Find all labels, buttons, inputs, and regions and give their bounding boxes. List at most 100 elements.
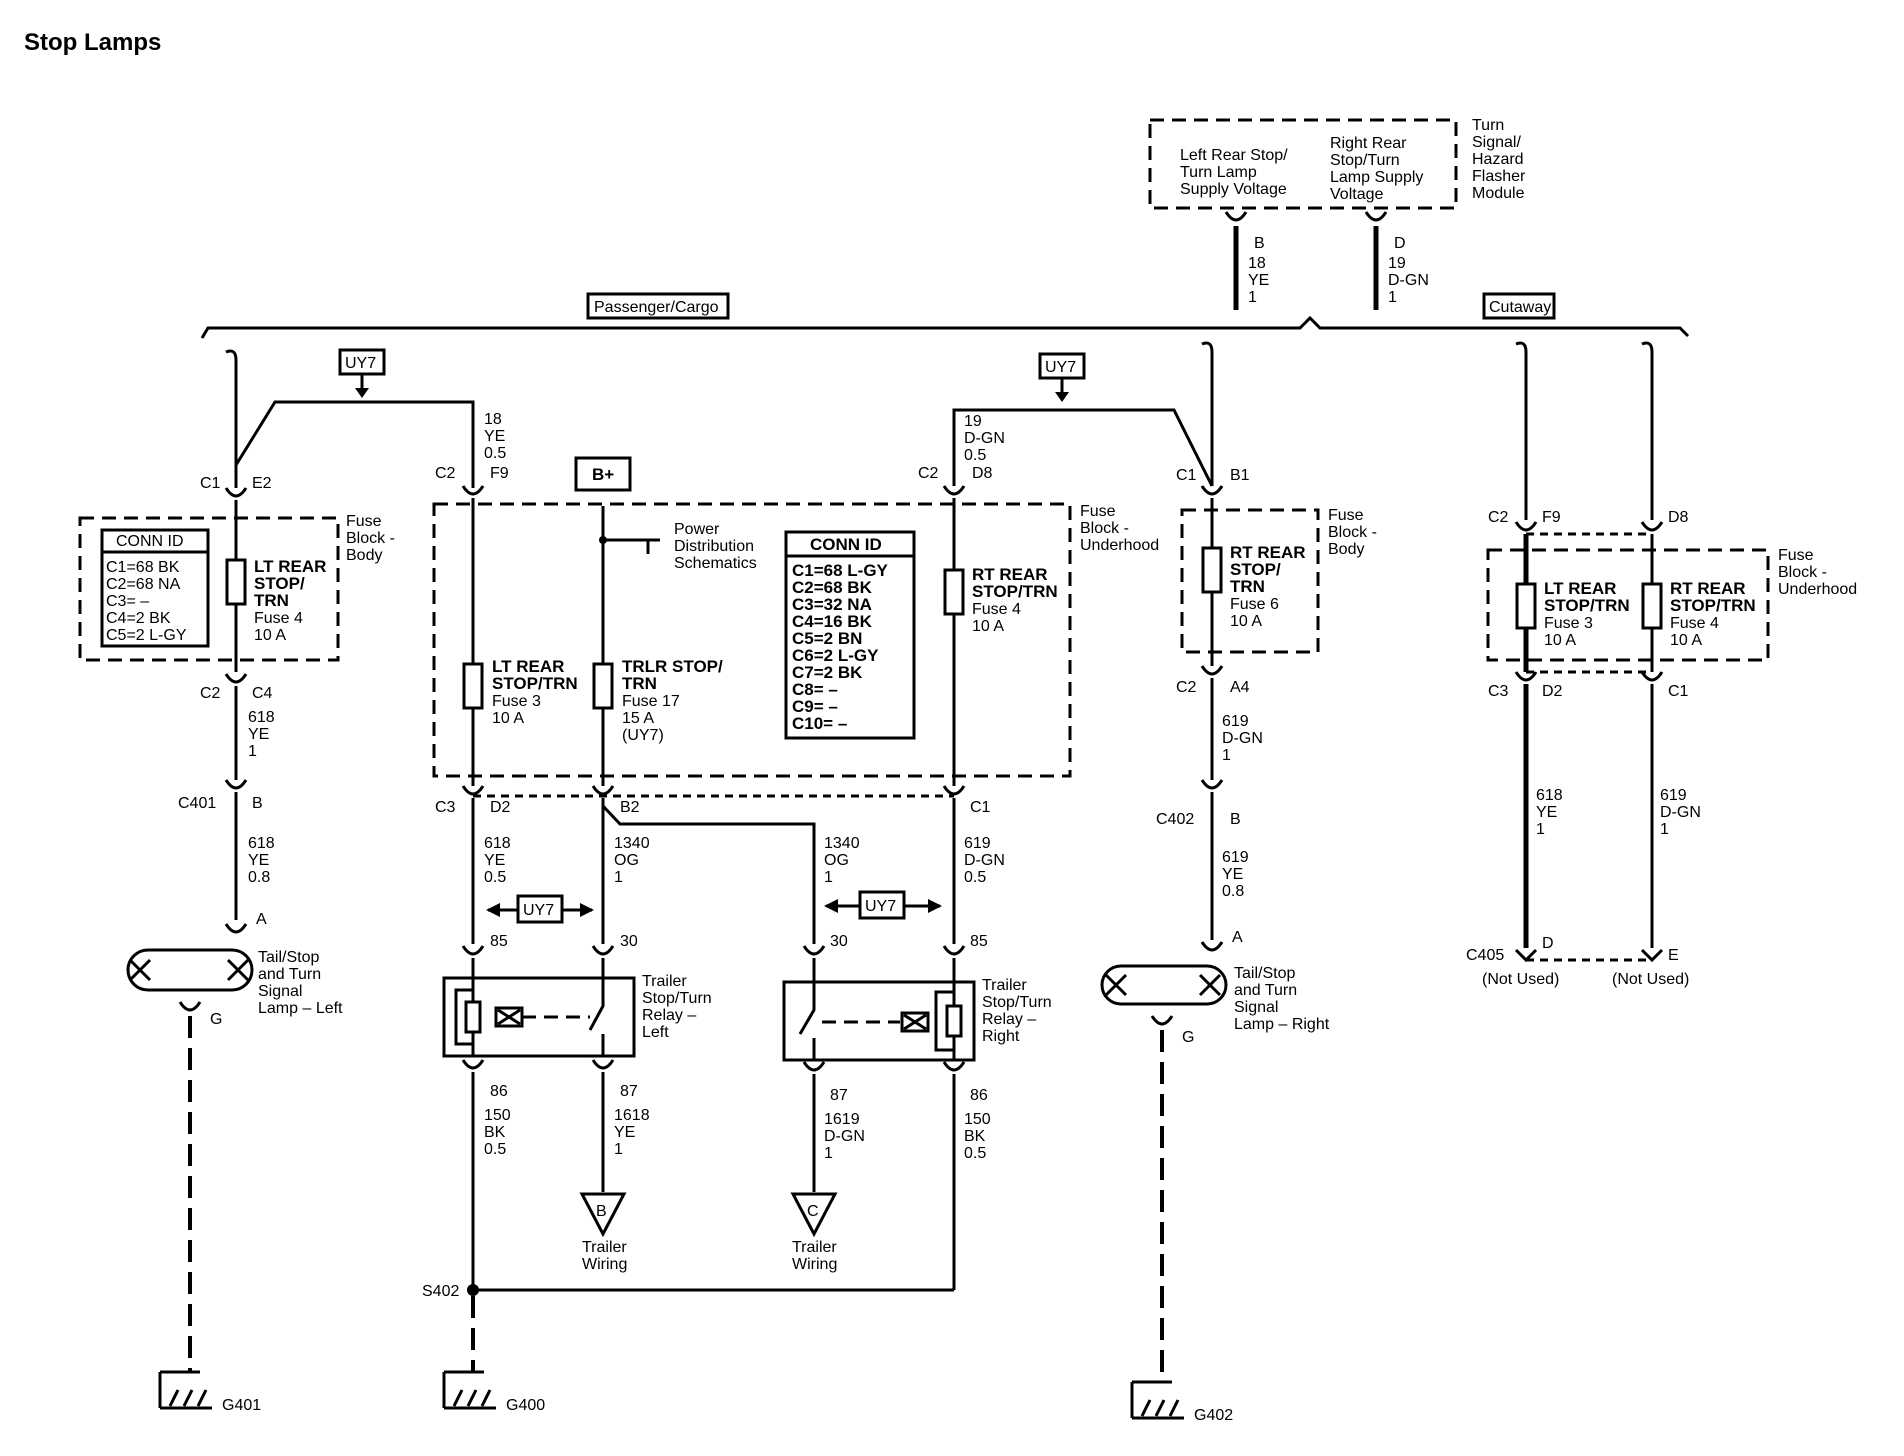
fuse-trlr-label: TRLR STOP/ TRN [622,657,727,693]
fuse-lt-body-label: LT REAR STOP/ TRN [254,557,331,610]
svg-text:G: G [210,1011,222,1028]
svg-text:D8: D8 [972,465,993,482]
trailer-wiring-left: Trailer Wiring [582,1239,631,1273]
fuse-cut-lt-label: LT REAR STOP/TRN [1544,579,1630,615]
svg-text:C1: C1 [1176,467,1197,484]
svg-text:Fuse 4 10 A: Fuse 4 10 A [254,610,307,644]
wire-19-dgn-05: 19 D-GN 0.5 [964,413,1009,464]
ref-b: B [596,1203,607,1220]
fuse-cut-rt-label: RT REAR STOP/TRN [1670,579,1756,615]
wire-d-label: 19 D-GN 1 [1388,255,1433,306]
svg-text:UY7: UY7 [865,898,896,915]
svg-text:C405: C405 [1466,947,1504,964]
ground-g400 [442,1370,496,1410]
cutaway-circuits: C2 F9 D8 Fuse Block - Underhood LT REAR … [1466,341,1857,988]
svg-text:E2: E2 [252,475,272,492]
svg-text:G401: G401 [222,1397,261,1414]
svg-text:CONN ID: CONN ID [810,535,882,554]
wire-1618-ye-1: 1618 YE 1 [614,1107,654,1158]
svg-text:C2: C2 [200,685,221,702]
svg-text:G400: G400 [506,1397,545,1414]
svg-text:Fuse 3 10 A: Fuse 3 10 A [1544,615,1597,649]
ref-c: C [807,1203,819,1220]
wire-b-label: 18 YE 1 [1248,255,1274,306]
splice-s402: S402 G400 [422,1283,954,1414]
svg-text:D2: D2 [1542,683,1563,700]
svg-text:C401: C401 [178,795,216,812]
wire-619-ye-08: 619 YE 0.8 [1222,849,1253,900]
svg-text:87: 87 [620,1083,638,1100]
svg-text:30: 30 [620,933,638,950]
module-name: Turn Signal/ Hazard Flasher Module [1472,117,1530,202]
fuse-block-body-right: Fuse Block - Body [1328,507,1381,558]
svg-text:UY7: UY7 [523,902,554,919]
svg-text:86: 86 [490,1083,508,1100]
underhood-fuse-block: Fuse Block - Underhood B+ Power Distribu… [432,456,1159,778]
svg-text:C3: C3 [1488,683,1509,700]
rt-rear-underhood-circuit: UY7 19 D-GN 0.5 C2 D8 RT REAR STOP/TRN F… [918,352,1214,944]
svg-text:A4: A4 [1230,679,1250,696]
svg-text:C2: C2 [1488,509,1509,526]
svg-text:G: G [1182,1029,1194,1046]
relay-right: 30 85 Trailer Stop/Turn Relay – Right 87… [782,933,1056,1290]
relay-left-label: Trailer Stop/Turn Relay – Left [642,973,716,1041]
uy7-arrows: UY7 UY7 [486,890,942,924]
svg-text:A: A [1232,929,1243,946]
svg-text:C4: C4 [252,685,273,702]
module-pin-b: B [1254,235,1265,252]
section-passenger-cargo: Passenger/Cargo [594,299,719,316]
fuse-rt-body-label: RT REAR STOP/ TRN [1230,543,1310,596]
svg-text:C2: C2 [918,465,939,482]
svg-text:C2: C2 [1176,679,1197,696]
ground-g401 [158,1370,212,1410]
relay-left: 85 30 Trailer Stop/Turn Relay – Left 86 … [442,933,716,1290]
wire-1340-og-left: 1340 OG 1 [614,835,654,886]
svg-text:G402: G402 [1194,1407,1233,1424]
lt-rear-underhood-circuit: 18 YE 0.5 C2 F9 LT REAR STOP/TRN Fuse 3 … [435,402,954,944]
conn-id-center-list: C1=68 L-GY C2=68 BK C3=32 NA C4=16 BK C5… [792,561,892,733]
wire-618-ye-08-left: 618 YE 0.8 [248,835,279,886]
left-body-fuse-circuit: C1 E2 UY7 CONN ID C1=68 BK C2=68 NA C3= … [78,348,475,1414]
conn-id-left-header: CONN ID [116,533,184,550]
lamp-left [126,948,254,992]
svg-text:C402: C402 [1156,811,1194,828]
svg-text:E: E [1668,947,1679,964]
svg-text:A: A [256,911,267,928]
svg-text:D8: D8 [1668,509,1689,526]
fuse-block-underhood-label: Fuse Block - Underhood [1080,503,1159,554]
power-dist-label: Power Distribution Schematics [674,521,758,572]
not-used-e: (Not Used) [1612,971,1689,988]
uy7-label-right: UY7 [1045,359,1076,376]
flasher-module: Left Rear Stop/ Turn Lamp Supply Voltage… [1148,117,1530,310]
wire-1340-og-right: 1340 OG 1 [824,835,864,886]
trailer-fuse-circuit: TRLR STOP/ TRN Fuse 17 15 A (UY7) B2 134… [591,540,864,944]
svg-text:F9: F9 [1542,509,1561,526]
not-used-d: (Not Used) [1482,971,1559,988]
lamp-right-label: Tail/Stop and Turn Signal Lamp – Right [1234,965,1330,1033]
svg-text:Fuse 4 10 A: Fuse 4 10 A [972,601,1025,635]
relay-right-label: Trailer Stop/Turn Relay – Right [982,977,1056,1045]
wire-150-bk-right: 150 BK 0.5 [964,1111,995,1162]
svg-text:B: B [252,795,263,812]
fuse-block-underhood-cutaway: Fuse Block - Underhood [1778,547,1857,598]
svg-text:85: 85 [490,933,508,950]
wire-619-dgn-05: 619 D-GN 0.5 [964,835,1009,886]
trailer-wiring-right: Trailer Wiring [792,1239,841,1273]
fuse-lt-uh-label: LT REAR STOP/TRN [492,657,578,693]
svg-text:85: 85 [970,933,988,950]
uy7-label-left: UY7 [345,355,376,372]
wire-18-ye-05: 18 YE 0.5 [484,411,510,462]
lamp-left-label: Tail/Stop and Turn Signal Lamp – Left [258,949,343,1017]
svg-text:F9: F9 [490,465,509,482]
diagram-title: Stop Lamps [24,29,161,56]
bplus-box [574,456,632,492]
right-body-fuse-circuit: C1 B1 Fuse Block - Body RT REAR STOP/ TR… [1100,341,1381,1424]
svg-text:D: D [1542,935,1554,952]
svg-text:30: 30 [830,933,848,950]
svg-text:B: B [1230,811,1241,828]
wire-619-dgn-1-cut: 619 D-GN 1 [1660,787,1705,838]
svg-text:87: 87 [830,1087,848,1104]
svg-text:Fuse 6 10 A: Fuse 6 10 A [1230,596,1283,630]
